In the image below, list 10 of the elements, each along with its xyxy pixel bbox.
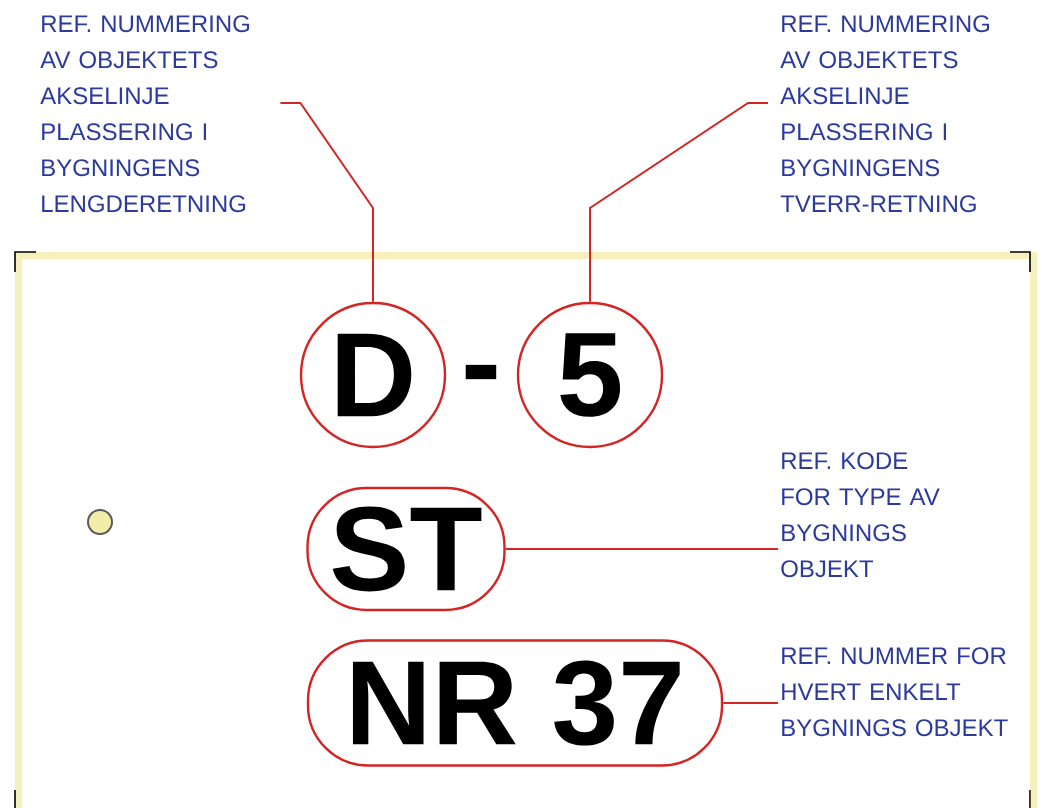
- separator-dash: -: [465, 364, 497, 380]
- leader-line: [722, 702, 779, 704]
- callout-text: REF. KODE FOR TYPE AV BYGNINGS OBJEKT: [781, 452, 940, 578]
- callout-text: REF. NUMMERING AV OBJEKTETS AKSELINJE PLASSERING I BYGNINGENS TVERR-RETNING: [780, 15, 990, 213]
- leader-line: [589, 102, 769, 303]
- leader-line: [279, 102, 374, 303]
- leader-line: [504, 548, 779, 550]
- callout-text: REF. NUMMERING AV OBJEKTETS AKSELINJE PLASSERING I BYGNINGENS LENGDERETNING: [40, 15, 250, 213]
- callout-text: REF. NUMMER FOR HVERT ENKELT BYGNINGS OBJEKT: [782, 647, 1008, 737]
- tag-card: [15, 252, 1037, 808]
